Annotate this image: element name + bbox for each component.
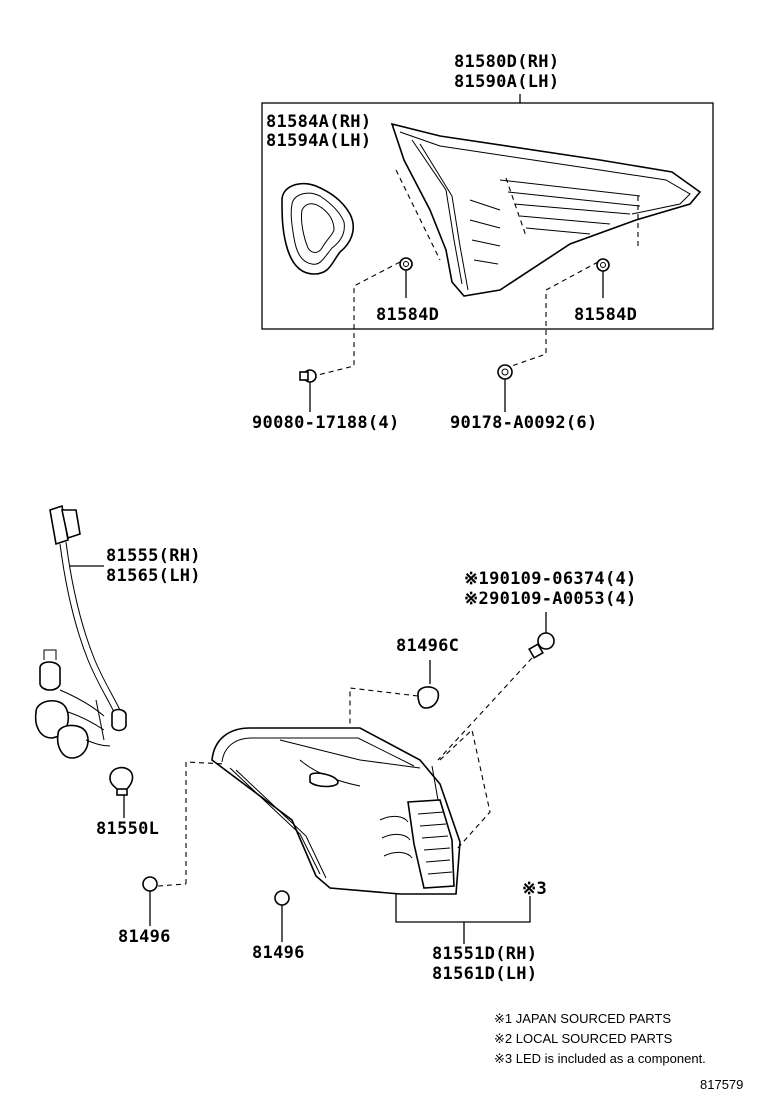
- nut-drawing: [497, 364, 513, 380]
- diagram-id: 817579: [700, 1077, 744, 1092]
- socket-wire-drawing: [34, 504, 127, 759]
- note-local-sourced: ※2 LOCAL SOURCED PARTS: [494, 1031, 673, 1046]
- label-gasket-rh: 81584A(RH): [266, 112, 372, 132]
- label-lens-assy-lh: 81590A(LH): [454, 72, 560, 92]
- assembly-box: [261, 102, 714, 330]
- label-lens-assy-rh: 81580D(RH): [454, 52, 560, 72]
- label-lamp-assy-rh: 81551D(RH): [432, 944, 538, 964]
- label-nut: 90178-A0092(6): [450, 413, 598, 433]
- gasket-drawing: [281, 182, 355, 275]
- label-bolt: 90080-17188(4): [252, 413, 400, 433]
- label-clip-right: 81584D: [574, 305, 638, 325]
- label-socket-rh: 81555(RH): [106, 546, 201, 566]
- label-screw-1: ※190109-06374(4): [464, 569, 637, 589]
- rear-lamp-drawing: [211, 727, 461, 895]
- label-gasket-lh: 81594A(LH): [266, 131, 372, 151]
- label-cushion-c: 81496C: [396, 636, 460, 656]
- label-clip-left: 81584D: [376, 305, 440, 325]
- label-bulb: 81550L: [96, 819, 160, 839]
- bolt-drawing: [299, 369, 317, 383]
- label-cushion-left: 81496: [118, 927, 171, 947]
- note-japan-sourced: ※1 JAPAN SOURCED PARTS: [494, 1011, 672, 1026]
- note-led-included: ※3 LED is included as a component.: [494, 1051, 706, 1066]
- screw-drawing: [528, 632, 555, 659]
- label-ref-3: ※3: [522, 879, 548, 899]
- bulb-drawing: [109, 766, 134, 796]
- label-cushion-mid: 81496: [252, 943, 305, 963]
- label-socket-lh: 81565(LH): [106, 566, 201, 586]
- cushion-left-drawing: [142, 876, 158, 892]
- cushion-c-drawing: [417, 686, 440, 709]
- cushion-mid-drawing: [274, 890, 290, 906]
- clip-right-drawing: [596, 258, 610, 272]
- clip-left-drawing: [399, 257, 413, 271]
- inner-lens-drawing: [390, 122, 702, 297]
- label-screw-2: ※290109-A0053(4): [464, 589, 637, 609]
- label-lamp-assy-lh: 81561D(LH): [432, 964, 538, 984]
